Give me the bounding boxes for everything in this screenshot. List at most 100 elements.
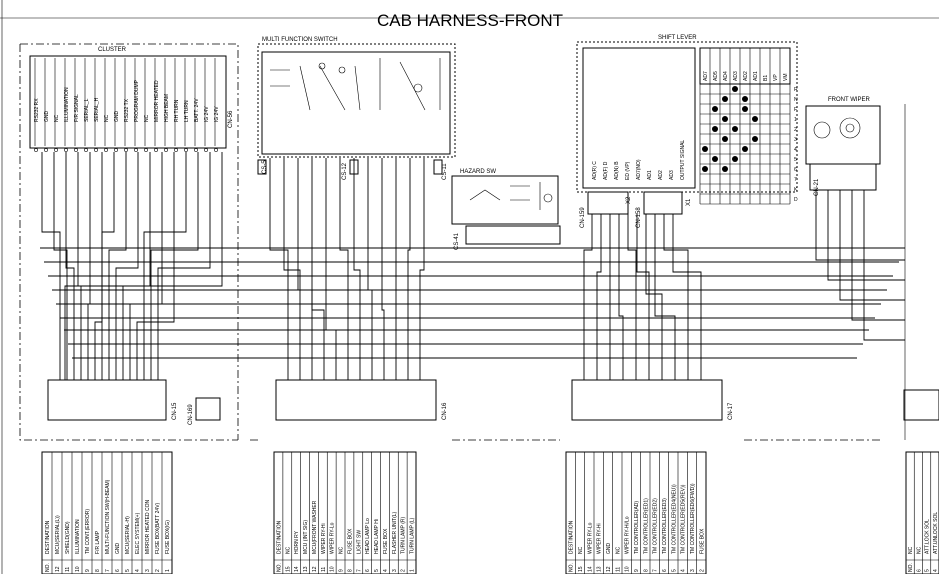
harness-wire [815, 190, 905, 261]
table-row-destination: HEAD LAMP Hi [374, 519, 380, 554]
harness-wire [157, 152, 211, 380]
cluster-pin-label: HIGH BEAM [164, 94, 170, 122]
harness-wire [827, 190, 905, 281]
table-row-number: 7 [653, 569, 659, 572]
harness-wire [129, 152, 163, 380]
harness-wire [367, 158, 373, 380]
grid-col-label: VM [783, 74, 789, 82]
table-row-number: 11 [65, 567, 71, 572]
table-row-destination: NC [615, 546, 621, 554]
table-row-number: 6 [662, 569, 668, 572]
table-row-destination: TM CONTROLLER(AD) [634, 501, 640, 554]
connector-cn-16: CN-16 [442, 402, 448, 420]
harness-wire [150, 152, 199, 380]
table-row-destination: MCU (INT SIG) [303, 520, 309, 554]
table-row-number: 10 [625, 566, 631, 572]
table-row-number: 10 [75, 566, 81, 572]
table-row-number: 2 [401, 569, 407, 572]
connector-x1: X1 [686, 198, 692, 206]
cluster-pin-label: LH TURN [184, 100, 190, 122]
grid-col-label: AD5 [713, 71, 719, 81]
table-header-destination: DESTINATION [276, 520, 282, 554]
table-header-destination: NC [908, 546, 914, 554]
table-row-number: 1 [410, 569, 416, 572]
shift-signal-label: OUTPUT SIGNAL [680, 140, 686, 180]
grid-dot [712, 126, 718, 132]
table-row-number: 9 [85, 569, 91, 572]
harness-wire [108, 152, 127, 380]
cluster-pin-label: GND [44, 111, 50, 123]
shift-signal-label: AD2 [658, 170, 664, 180]
grid-dot [702, 146, 708, 152]
table-row-destination: FUSE BOX [699, 528, 705, 554]
grid-row-label: 2 [794, 127, 797, 133]
cluster-pin-label: NC [104, 114, 110, 122]
table-row-number: 8 [643, 569, 649, 572]
grid-col-label: B1 [763, 75, 769, 81]
table-header-no: NO. [45, 563, 51, 572]
harness-wire [863, 190, 905, 341]
table-row-number: 8 [95, 569, 101, 572]
grid-dot [732, 156, 738, 162]
table-row-destination: TM CONT.(ERROR) [85, 509, 91, 554]
harness-wire [311, 158, 325, 380]
table-row-number: 7 [356, 569, 362, 572]
table-row-number: 6 [115, 569, 121, 572]
harness-wire [596, 214, 602, 380]
grid-dot [742, 96, 748, 102]
table-row-number: 15 [285, 566, 291, 572]
table-row-destination: FUSE BOX [347, 528, 353, 554]
connector-x2: X2 [626, 196, 632, 204]
table-row-destination: TM CONTROLLER(ED6(FWD)) [690, 483, 696, 554]
table-row-number: 4 [681, 569, 687, 572]
table-row-number: 4 [135, 569, 141, 572]
grid-row-label: 6 [794, 167, 797, 173]
cluster-pin-label: PROGRAM DUMP [134, 79, 140, 122]
grid-dot [722, 116, 728, 122]
table-row-number: 8 [347, 569, 353, 572]
table-row-number: 5 [125, 569, 131, 572]
table-row-number: 3 [145, 569, 151, 572]
connector-cn-21: CN-21 [814, 178, 820, 196]
table-row-destination: SHIELD(GND) [65, 521, 71, 554]
harness-wire [583, 214, 593, 380]
table-row-number: 9 [634, 569, 640, 572]
table-row-destination: WIPER RY-Hi [321, 523, 327, 554]
table-row-destination: TM CONTROLLER(ED1) [643, 498, 649, 554]
grid-dot [722, 136, 728, 142]
table-row-destination: F/R LAMP [95, 530, 101, 554]
table-row-number: 5 [374, 569, 380, 572]
cluster-pin-label: SERIAL_H [94, 97, 100, 122]
table-row-number: 11 [321, 567, 327, 572]
cluster-pin-label: RS232 RX [34, 98, 40, 122]
table-row-destination: TM CONTROLLER(ED4(NEU)) [671, 484, 677, 554]
table-row-number: 2 [155, 569, 161, 572]
harness-wire [65, 152, 75, 380]
table-row-destination: NC [339, 546, 345, 554]
table-row-destination: FUSE BOX [383, 528, 389, 554]
connector-cn-15: CN-15 [172, 402, 178, 420]
harness-wire [353, 158, 361, 380]
table-row-number: 7 [105, 569, 111, 572]
harness-wire [654, 214, 676, 380]
harness-wire [407, 158, 411, 380]
grid-row-label: 4 [794, 147, 797, 153]
harness-wire [325, 158, 337, 380]
table-row-destination: WIPER RY-Hi [597, 523, 603, 554]
harness-wire [269, 158, 289, 380]
grid-dot [732, 126, 738, 132]
harness-wires [40, 152, 905, 380]
table-row-number: 10 [330, 566, 336, 572]
harness-wire [419, 158, 425, 380]
harness-wire [672, 214, 702, 380]
table-row-destination: FUSE BOX(BATT 24V) [155, 502, 161, 554]
harness-wire [618, 214, 624, 380]
shift-signal-label: ED (VP) [625, 161, 631, 180]
shift-signal-label: AD3 [669, 170, 675, 180]
front-wiper-label: FRONT WIPER [828, 97, 871, 103]
harness-wire [101, 152, 115, 380]
grid-dot [722, 96, 728, 102]
table-row-destination: GND [115, 543, 121, 555]
table-row-number: 6 [365, 569, 371, 572]
cluster-pin-label: NC [54, 114, 60, 122]
